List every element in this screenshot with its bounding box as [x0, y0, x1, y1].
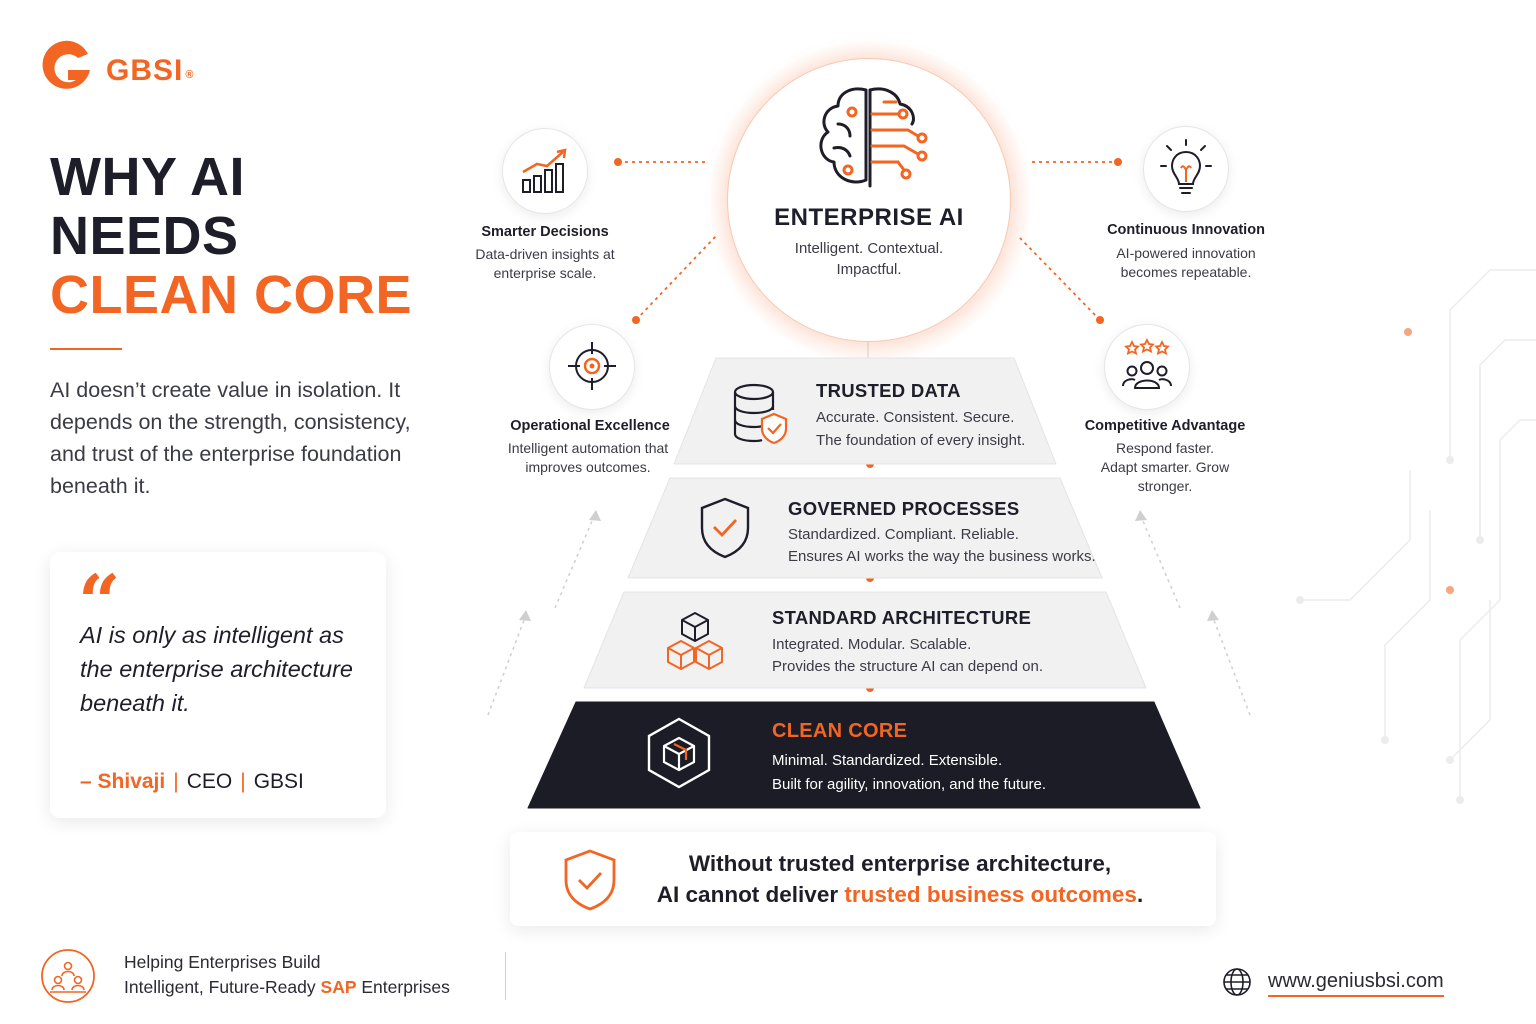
brain-circuit-icon: [819, 87, 928, 188]
quote-author: Shivaji: [97, 770, 166, 793]
tier-desc-standard-architecture-1: Integrated. Modular. Scalable.: [772, 636, 972, 653]
tier-desc-governed-processes-2: Ensures AI works the way the business wo…: [788, 548, 1096, 565]
target-icon: [568, 342, 616, 390]
database-shield-icon: [733, 383, 788, 445]
tier-desc-trusted-data-2: The foundation of every insight.: [816, 432, 1026, 449]
benefit-circle-competitive-advantage: [1104, 324, 1190, 410]
tier-desc-standard-architecture-2: Provides the structure AI can depend on.: [772, 658, 1044, 675]
benefit-desc-competitive-advantage: Respond faster. Adapt smarter. Grow stro…: [1100, 440, 1230, 494]
headline-divider: [50, 348, 122, 350]
banner-text: Without trusted enterprise architecture,…: [630, 848, 1170, 910]
hero-subtitle: Intelligent. Contextual. Impactful.: [794, 240, 944, 278]
tier-desc-clean-core-2: Built for agility, innovation, and the f…: [772, 776, 1047, 793]
benefit-desc-operational-excellence: Intelligent automation that improves out…: [507, 440, 669, 475]
quote-signature: – Shivaji|CEO|GBSI: [80, 770, 304, 793]
hero-title: ENTERPRISE AI: [774, 204, 964, 231]
benefit-title-competitive-advantage: Competitive Advantage: [1084, 418, 1246, 434]
benefit-title-continuous-innovation: Continuous Innovation: [1107, 222, 1265, 238]
tier-title-trusted-data: TRUSTED DATA: [816, 380, 961, 401]
quote-company: GBSI: [253, 770, 304, 793]
tier-title-governed-processes: GOVERNED PROCESSES: [788, 498, 1020, 519]
quote-role: CEO: [186, 770, 233, 793]
headline-line-3: CLEAN CORE: [50, 265, 413, 325]
team-network-icon: [41, 949, 95, 1003]
tier-shape-standard-architecture: [583, 591, 1147, 689]
benefit-desc-smarter-decisions: Data-driven insights at enterprise scale…: [475, 246, 615, 281]
team-stars-icon: [1122, 338, 1172, 389]
quote-text: AI is only as intelligent as the enterpr…: [80, 622, 354, 716]
tier-desc-trusted-data-1: Accurate. Consistent. Secure.: [816, 409, 1015, 426]
tier-shape-governed-processes: [627, 477, 1103, 579]
circuit-decoration: [1296, 269, 1536, 804]
brand-name: GBSI®: [106, 54, 195, 87]
enterprise-ai-circle: [727, 58, 1011, 342]
banner-highlight: trusted business outcomes: [844, 882, 1137, 907]
hexagon-cube-icon: [647, 717, 711, 789]
banner-line-1: Without trusted enterprise architecture,: [688, 851, 1112, 876]
tier-desc-clean-core-1: Minimal. Standardized. Extensible.: [772, 752, 1003, 769]
sap-highlight: SAP: [320, 977, 357, 997]
lightbulb-icon: [1160, 139, 1212, 194]
tier-desc-governed-processes-1: Standardized. Compliant. Reliable.: [788, 526, 1019, 543]
shield-check-icon: [700, 497, 750, 559]
headline-line-1: WHY AI: [50, 147, 246, 207]
gbsi-logo-icon: [42, 40, 90, 89]
tier-title-standard-architecture: STANDARD ARCHITECTURE: [772, 607, 1032, 628]
benefit-title-operational-excellence: Operational Excellence: [510, 418, 670, 434]
outcome-banner: [510, 832, 1216, 926]
stacked-cubes-icon: [667, 612, 723, 670]
headline-line-2: NEEDS: [50, 206, 239, 266]
intro-paragraph: AI doesn’t create value in isolation. It…: [50, 378, 411, 498]
quote-card: [50, 552, 386, 818]
benefit-desc-continuous-innovation: AI-powered innovation becomes repeatable…: [1116, 245, 1256, 280]
globe-icon: [1223, 968, 1251, 996]
tier-title-clean-core: CLEAN CORE: [772, 720, 908, 742]
banner-shield-check-icon: [564, 849, 616, 911]
footer-divider: [505, 952, 506, 1000]
architecture-pyramid: [527, 357, 1201, 809]
footer-tagline: Helping Enterprises Build Intelligent, F…: [124, 952, 450, 997]
quote-mark-icon: “: [78, 560, 121, 646]
growth-chart-icon: [522, 148, 567, 193]
page-headline: WHY AI NEEDS CLEAN CORE: [50, 148, 412, 325]
quote-dash: –: [80, 770, 92, 793]
banner-line-2: AI cannot deliver trusted business outco…: [656, 882, 1144, 907]
benefit-title-smarter-decisions: Smarter Decisions: [481, 224, 609, 240]
website-link[interactable]: www.geniusbsi.com: [1268, 970, 1444, 997]
